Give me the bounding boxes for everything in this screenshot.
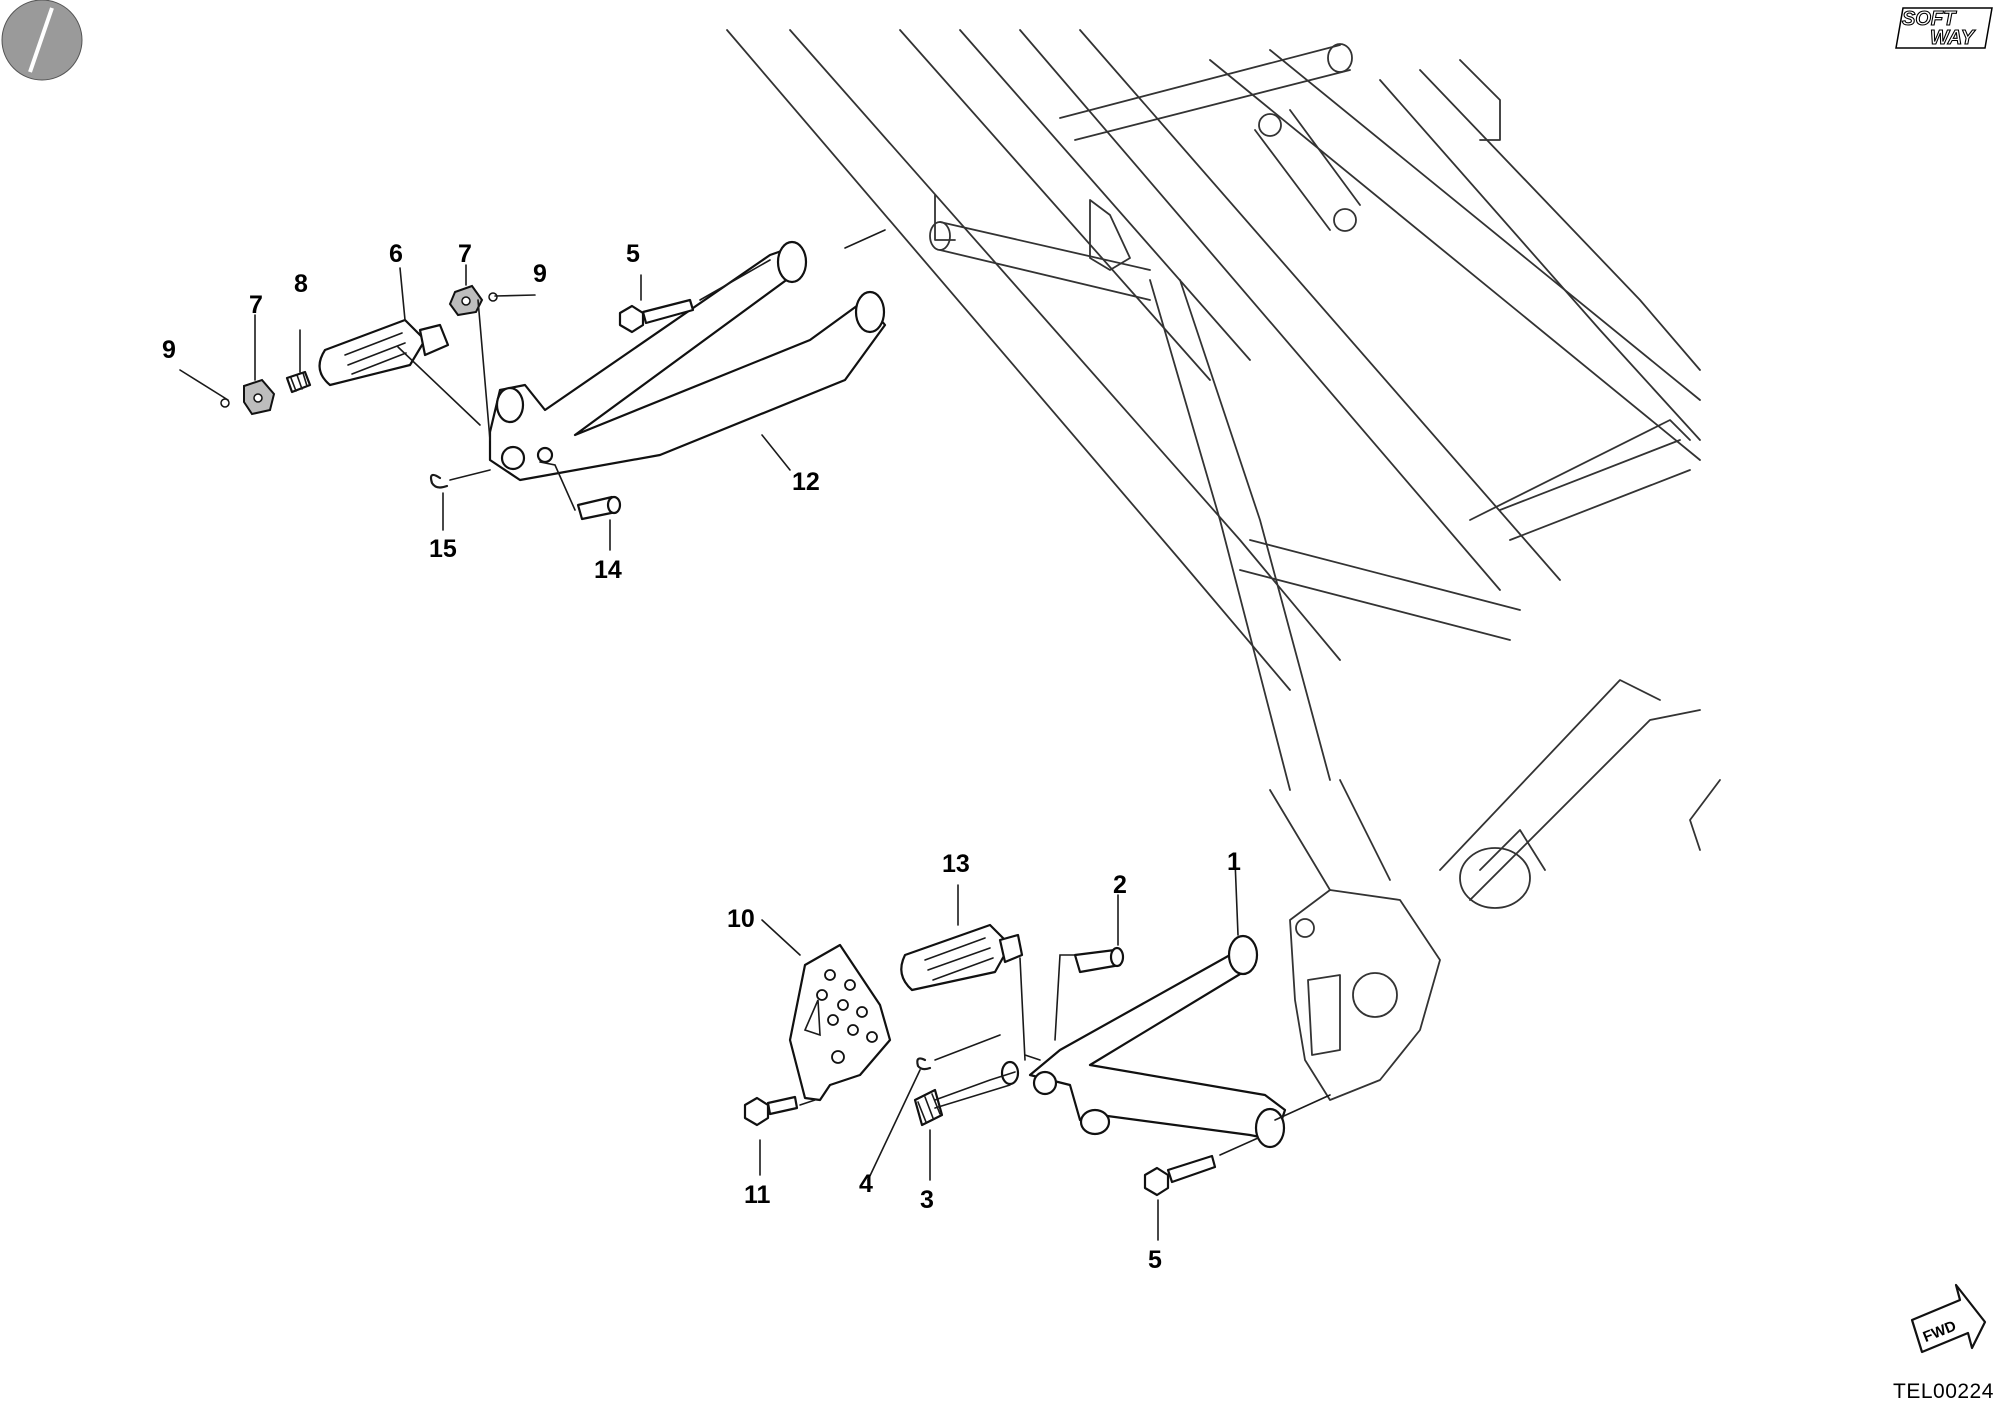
passenger-parts-small — [220, 284, 695, 521]
forward-arrow-icon: FWD — [1910, 1283, 1987, 1354]
corner-logo — [1, 0, 83, 81]
callout-7-right: 7 — [458, 240, 472, 268]
callout-4: 4 — [859, 1170, 873, 1198]
callout-7-left: 7 — [249, 291, 263, 319]
callout-15: 15 — [429, 535, 457, 563]
callout-8: 8 — [294, 270, 308, 298]
callout-2: 2 — [1113, 871, 1127, 899]
callout-9-right: 9 — [533, 260, 547, 288]
motorcycle-frame — [726, 29, 1721, 1101]
heel-guard-plate — [788, 943, 892, 1102]
callout-5-upper: 5 — [626, 240, 640, 268]
callout-labels: 9 7 8 6 7 9 5 12 15 14 1 2 13 10 11 4 3 … — [162, 240, 1241, 1274]
passenger-footrest-bracket — [488, 240, 887, 482]
rider-footpeg — [900, 923, 1024, 992]
passenger-footpeg — [318, 318, 450, 387]
callout-10: 10 — [727, 905, 755, 933]
callout-1: 1 — [1227, 848, 1241, 876]
rider-footrest-bracket — [1028, 934, 1287, 1149]
callout-11: 11 — [744, 1181, 771, 1209]
callout-5-lower: 5 — [1148, 1246, 1162, 1274]
callout-9-left: 9 — [162, 336, 176, 364]
lower-leader-lines — [759, 859, 1331, 1241]
callout-13: 13 — [942, 850, 970, 878]
rider-parts-small — [743, 946, 1217, 1197]
brand-logo: SOFT WAY — [1895, 7, 1993, 50]
upper-leader-lines — [179, 229, 886, 551]
callout-6: 6 — [389, 240, 403, 268]
brand-logo-line1: SOFT — [1902, 8, 1957, 30]
callout-3: 3 — [920, 1186, 934, 1214]
callout-14: 14 — [594, 556, 622, 584]
callout-12: 12 — [792, 468, 820, 496]
figure-code: TEL00224 — [1893, 1380, 1994, 1403]
brand-logo-line2: WAY — [1930, 27, 1976, 49]
